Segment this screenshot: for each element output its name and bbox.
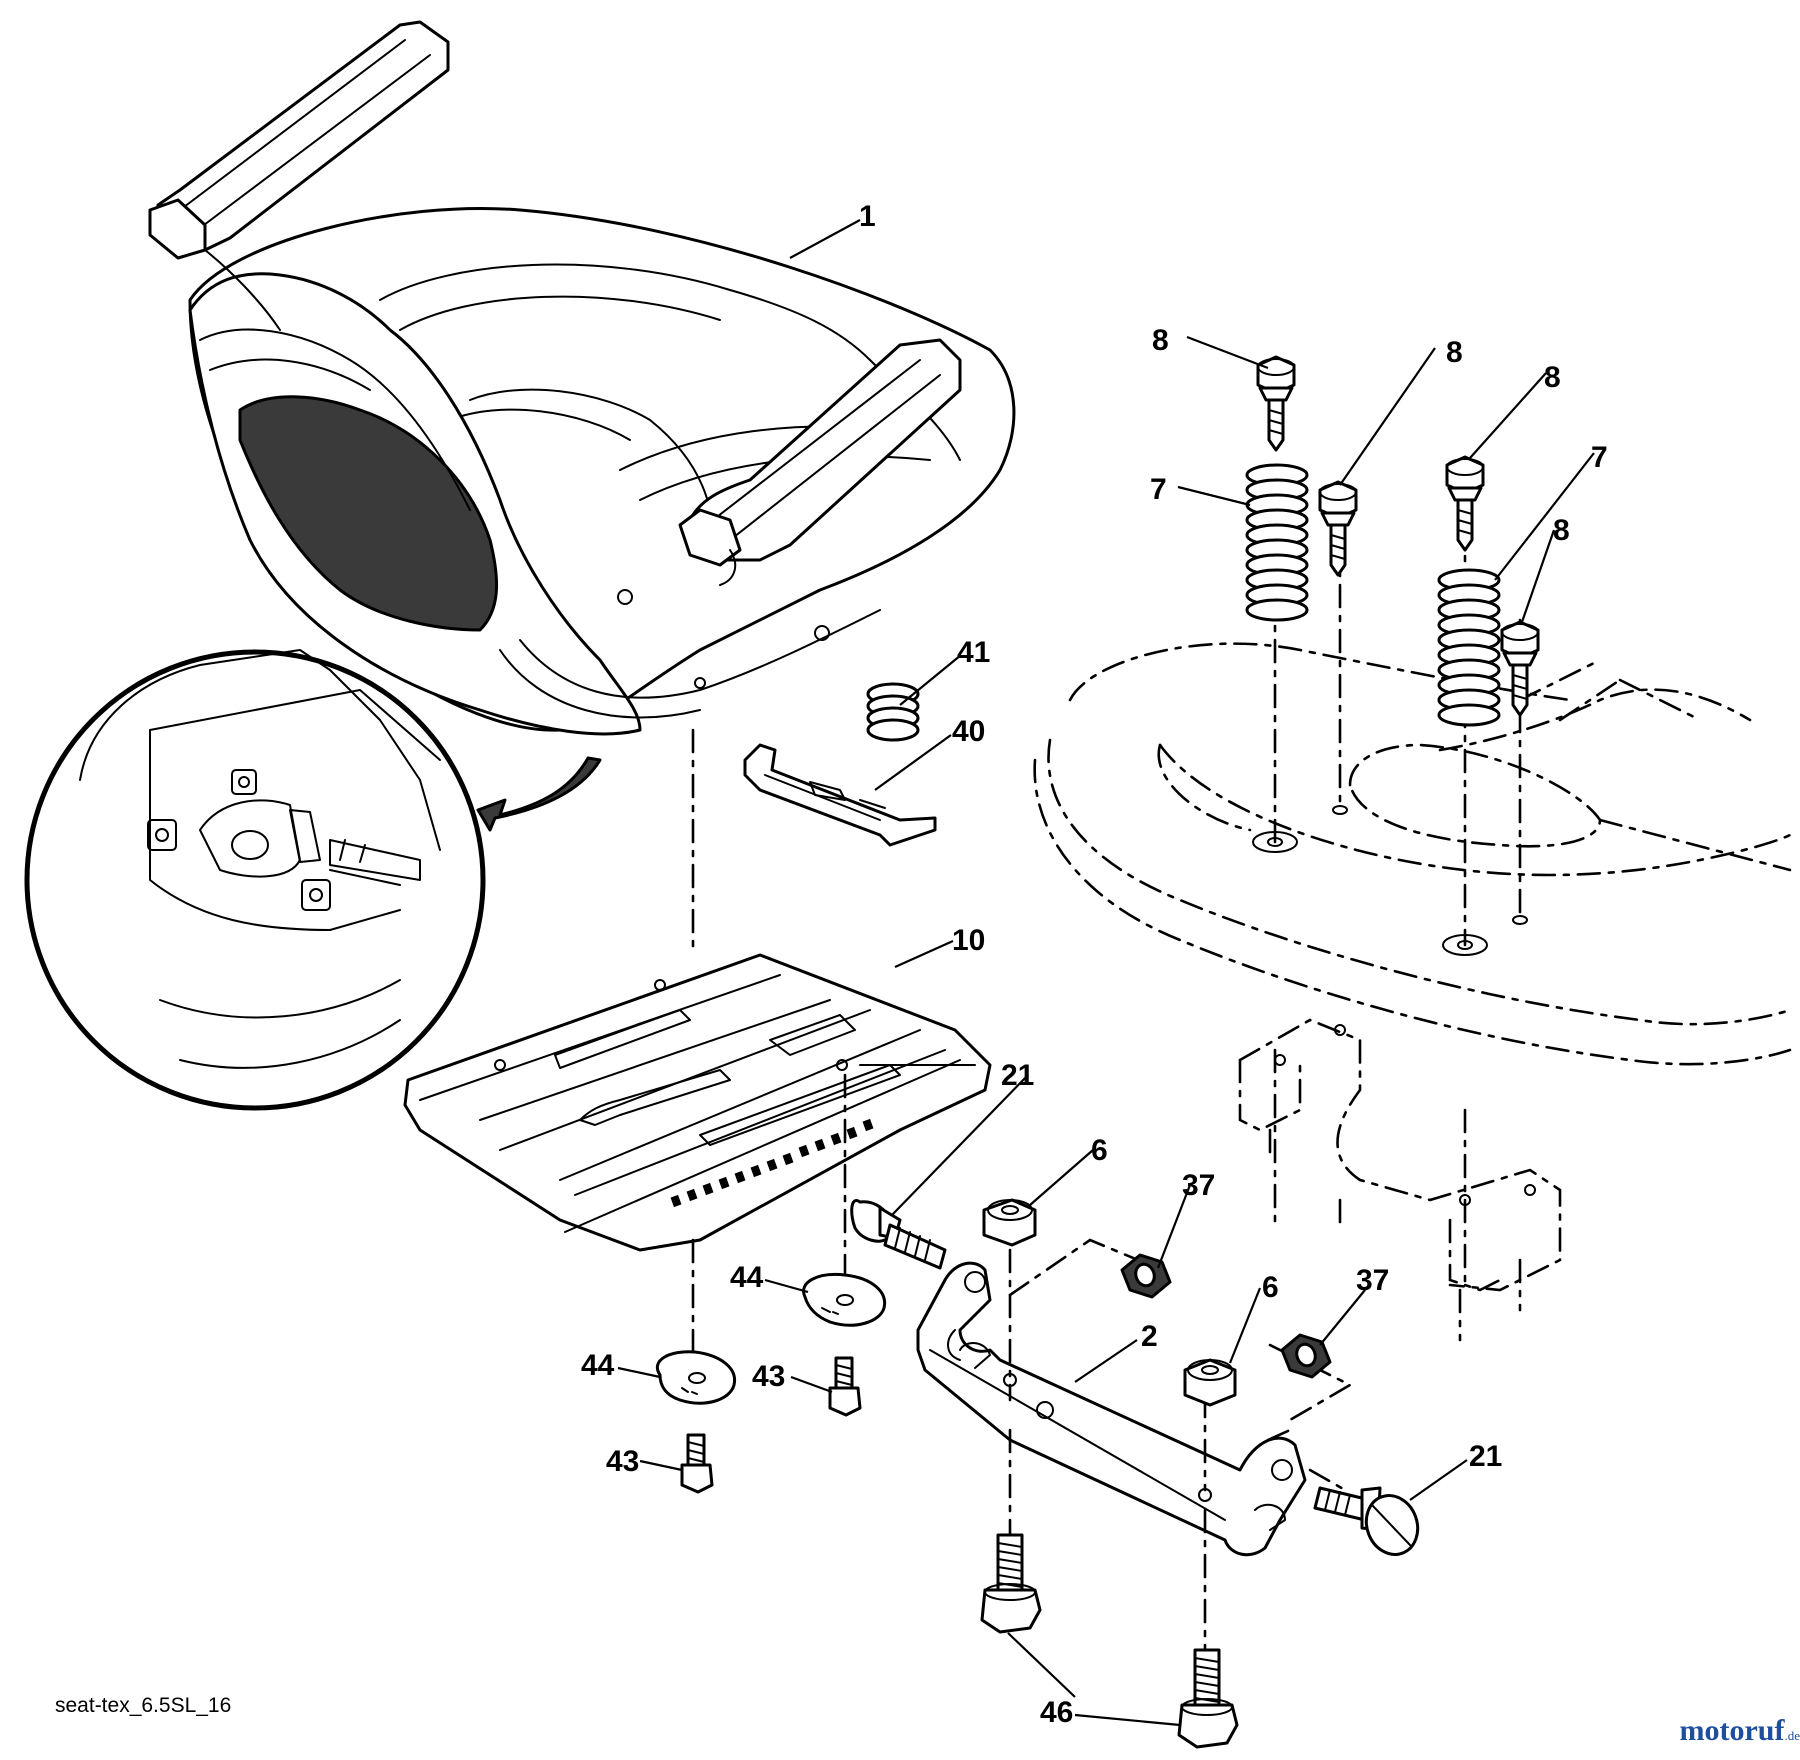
callout-labels: 1 8 8 8 7 7 8 41 40 10 21 6 37 6 37 2 44… — [581, 200, 1608, 1729]
callout-8-c: 8 — [1544, 361, 1561, 394]
bolt-21-left — [850, 1199, 947, 1270]
callout-43-a: 43 — [752, 1360, 785, 1393]
lock-nut-6-right — [1183, 1358, 1237, 1407]
bolt-21-right — [1313, 1486, 1420, 1556]
callout-6-b: 6 — [1262, 1271, 1279, 1304]
bolt-46-left — [980, 1533, 1042, 1634]
nut-37-left — [1120, 1253, 1172, 1299]
bracket-40 — [743, 743, 937, 847]
seat-plate-slots — [670, 1118, 874, 1208]
callout-7-b: 7 — [1591, 441, 1608, 474]
bolt-8-d — [1500, 620, 1540, 717]
callout-7-a: 7 — [1150, 473, 1167, 506]
callout-46: 46 — [1040, 1696, 1073, 1729]
callout-41: 41 — [957, 636, 990, 669]
bolt-8-a — [1256, 355, 1296, 452]
seat-plate-10 — [403, 953, 992, 1252]
inset-detail — [24, 649, 602, 1111]
nut-37-right — [1280, 1333, 1332, 1379]
callout-43-b: 43 — [606, 1445, 639, 1478]
pivot-bracket-2 — [916, 1261, 1307, 1557]
washer-44-right — [802, 1272, 887, 1327]
watermark: motoruf.de — [1679, 1714, 1800, 1747]
callout-44-a: 44 — [730, 1261, 764, 1294]
callout-6-a: 6 — [1091, 1134, 1108, 1167]
callout-2: 2 — [1141, 1320, 1158, 1353]
callout-21-a: 21 — [1001, 1059, 1034, 1092]
spring-7-left — [1245, 463, 1309, 622]
spring-41 — [866, 682, 920, 742]
lock-nut-6-left — [982, 1198, 1037, 1247]
seat — [148, 20, 1016, 736]
callout-8-d: 8 — [1553, 514, 1570, 547]
spring-7-right — [1437, 568, 1501, 727]
callout-37-b: 37 — [1356, 1264, 1389, 1297]
callout-8-b: 8 — [1446, 336, 1463, 369]
screw-43-right — [828, 1356, 862, 1417]
bolt-8-b — [1318, 480, 1358, 577]
callout-21-b: 21 — [1469, 1440, 1502, 1473]
diagram-code: seat-tex_6.5SL_16 — [55, 1694, 231, 1717]
callout-44-b: 44 — [581, 1349, 615, 1382]
bolt-46-right — [1177, 1648, 1239, 1749]
watermark-main: motoruf — [1679, 1714, 1785, 1747]
callout-8-a: 8 — [1152, 324, 1169, 357]
callout-37-a: 37 — [1182, 1169, 1215, 1202]
screw-43-left — [680, 1433, 714, 1494]
washer-44-left — [656, 1350, 737, 1405]
callout-10: 10 — [952, 924, 985, 957]
bolt-8-c — [1445, 455, 1485, 552]
callout-40: 40 — [952, 715, 985, 748]
leader-lines — [617, 219, 1595, 1727]
watermark-suffix: .de — [1784, 1728, 1800, 1743]
callout-1: 1 — [859, 200, 876, 233]
tractor-frame-outline — [1033, 642, 1792, 1342]
bracket-assembly-lines — [1008, 1238, 1353, 1652]
